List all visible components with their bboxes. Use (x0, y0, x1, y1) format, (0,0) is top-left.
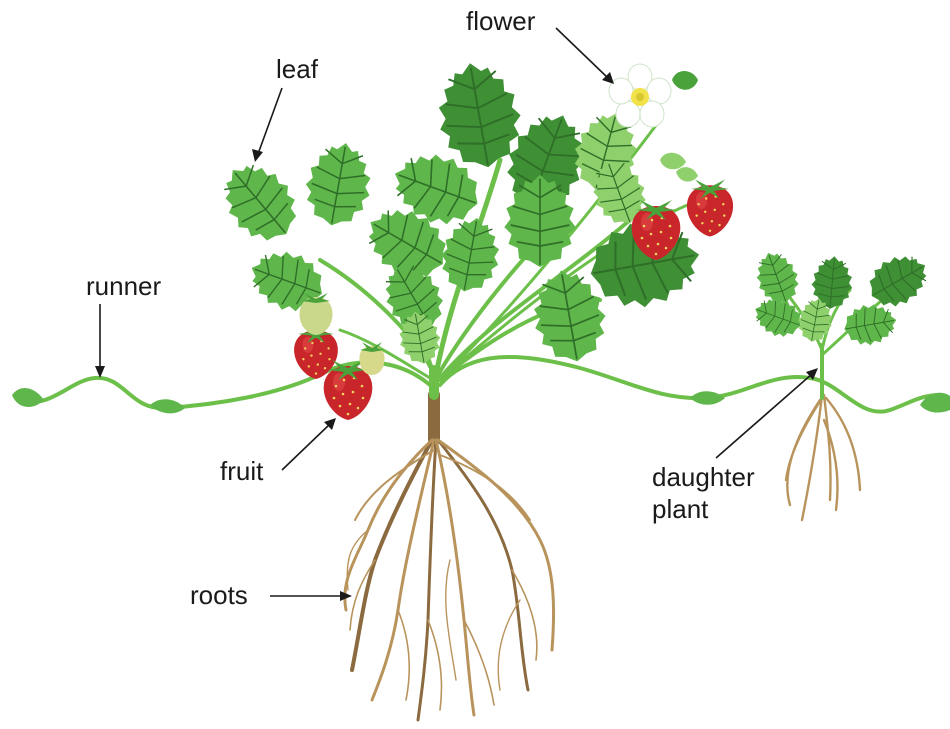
main-roots (345, 395, 554, 720)
runner-stolons (12, 357, 950, 413)
pointer-line-leaf (258, 88, 282, 154)
label-flower: flower (466, 6, 536, 36)
pointer-arrowhead-leaf (252, 149, 263, 162)
label-daughter-line1: daughter (652, 462, 755, 492)
label-leaf-group: leaf (252, 54, 319, 162)
flower (609, 64, 671, 127)
label-fruit: fruit (220, 456, 264, 486)
label-runner-group: runner (86, 271, 161, 378)
label-daughter-line2: plant (652, 494, 709, 524)
pointer-line-fruit (282, 424, 330, 470)
label-runner: runner (86, 271, 161, 301)
label-roots: roots (190, 580, 248, 610)
pointer-line-daughter-plant (716, 374, 812, 458)
label-roots-group: roots (190, 580, 352, 610)
pointer-line-flower (556, 28, 608, 78)
daughter-plant (749, 245, 937, 520)
label-fruit-group: fruit (220, 418, 336, 486)
label-leaf: leaf (276, 54, 319, 84)
